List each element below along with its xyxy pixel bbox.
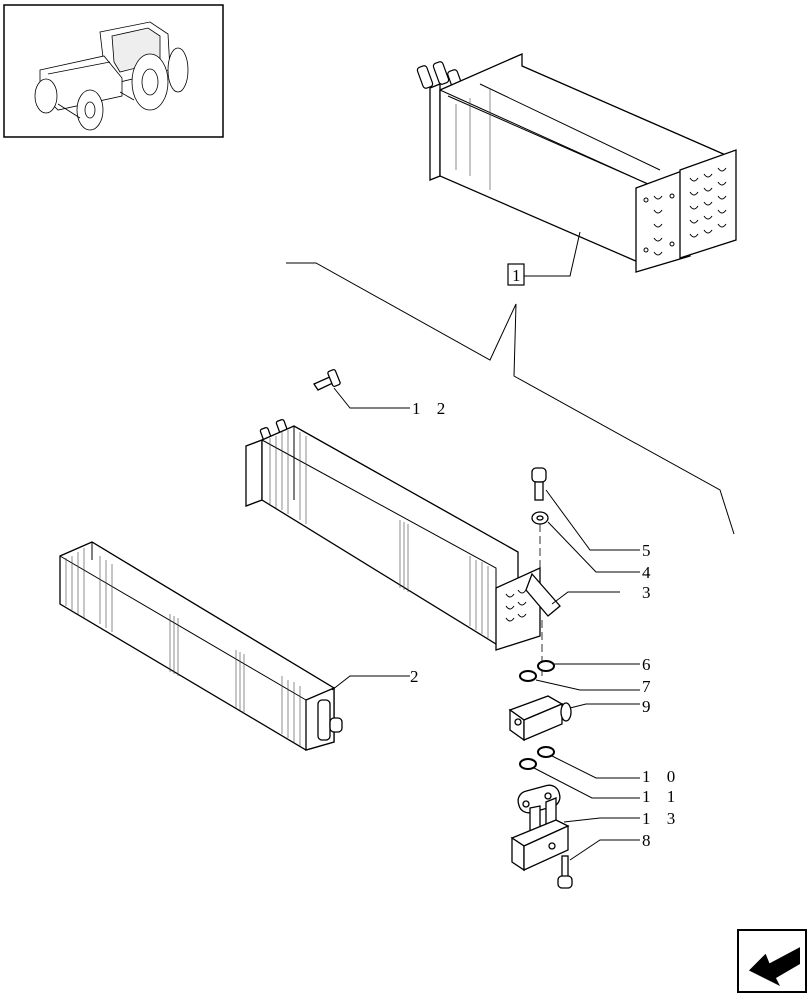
callout-6: 6 xyxy=(642,655,657,674)
assembly-label-box xyxy=(507,263,525,286)
o-ring-part-11 xyxy=(519,758,640,799)
callout-5: 5 xyxy=(642,541,657,560)
callout-12: 1 2 xyxy=(412,399,451,418)
callout-7: 7 xyxy=(642,677,657,696)
washer-part-4 xyxy=(531,511,640,573)
explosion-bracket-lines xyxy=(286,262,735,535)
evaporator-assembly: 1 xyxy=(416,53,737,286)
callout-8: 8 xyxy=(642,831,657,850)
connector-block-part-13 xyxy=(510,784,640,872)
assembly-label: 1 xyxy=(512,266,527,285)
callout-labels: 1 2 5 4 3 2 6 7 9 1 0 1 1 1 3 8 xyxy=(410,399,681,850)
overview-thumbnail[interactable] xyxy=(3,4,224,138)
tractor-icon xyxy=(34,21,189,131)
o-ring-part-7 xyxy=(519,670,640,691)
o-ring-part-6 xyxy=(537,660,640,672)
o-ring-part-10 xyxy=(537,746,640,779)
bolt-part-8 xyxy=(557,839,640,889)
callout-9: 9 xyxy=(642,697,657,716)
expansion-valve-part-9 xyxy=(508,695,640,742)
callout-4: 4 xyxy=(642,563,657,582)
callout-3: 3 xyxy=(642,583,657,602)
screw-part-12 xyxy=(313,369,410,409)
evaporator-core-part-3 xyxy=(245,418,620,651)
callout-2: 2 xyxy=(410,667,425,686)
bolt-part-5 xyxy=(531,467,640,551)
callout-11: 1 1 xyxy=(642,787,681,806)
heater-core-part-2 xyxy=(59,541,410,751)
previous-page-button[interactable] xyxy=(737,929,807,993)
previous-page-arrow-icon xyxy=(747,945,801,986)
callout-13: 1 3 xyxy=(642,809,681,828)
callout-10: 1 0 xyxy=(642,767,681,786)
